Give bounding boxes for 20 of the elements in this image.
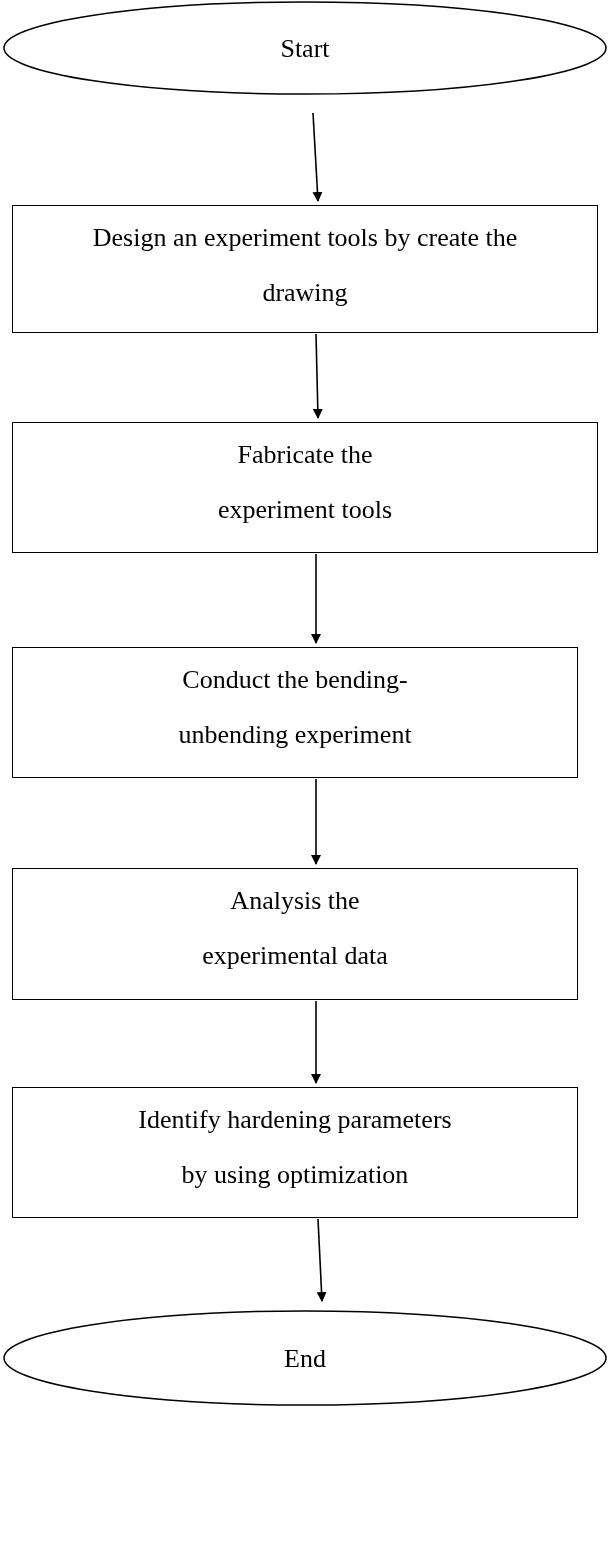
process-box [12,422,598,553]
arrow [311,1000,321,1084]
process-box [12,1087,578,1218]
node-label: Analysis the experimental data [201,885,389,972]
process-box [12,205,598,333]
arrow [312,333,323,419]
node-label: Design an experiment tools by create the drawing [91,222,519,309]
process-box [12,868,578,1000]
node-label: Fabricate the experiment tools [217,439,393,526]
process-box [12,647,578,778]
node-label: Identify hardening parameters by using optimization [137,1104,453,1191]
node-label: Conduct the bending-unbending experiment [177,664,413,751]
arrow [311,553,321,644]
node-label: End [284,1342,326,1375]
terminal-ellipse [3,1310,607,1406]
node-label: Start [280,32,330,65]
arrow [316,1218,327,1303]
arrow [311,778,321,865]
terminal-ellipse [3,1,607,95]
arrow [312,112,323,202]
